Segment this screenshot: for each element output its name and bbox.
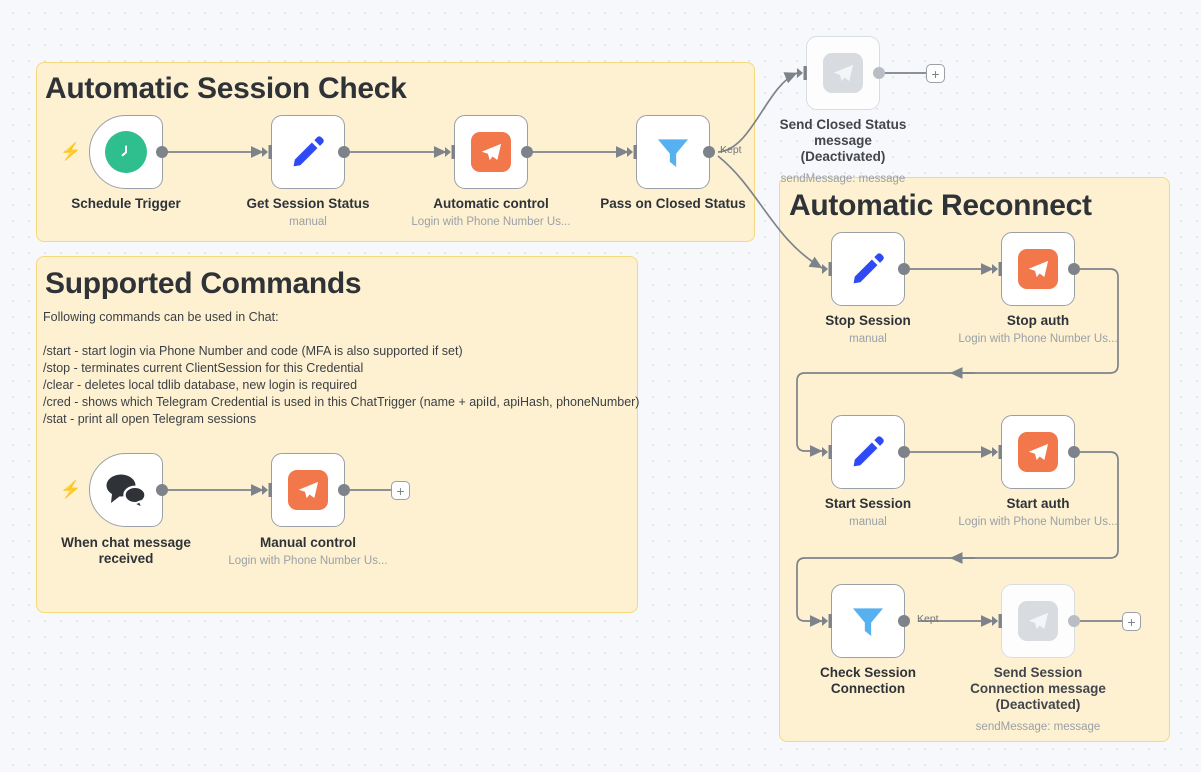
telegram-icon	[1018, 601, 1058, 641]
input-port[interactable]	[262, 483, 274, 497]
input-port[interactable]	[445, 145, 457, 159]
add-node-button-after-send-closed-status[interactable]: +	[926, 64, 945, 83]
sticky-title-automatic-reconnect: Automatic Reconnect	[789, 189, 1092, 222]
output-port[interactable]	[898, 263, 910, 275]
input-port[interactable]	[992, 614, 1004, 628]
node-label-send-closed-status-message: Send Closed Status message (Deactivated)	[779, 117, 907, 164]
output-port[interactable]	[873, 67, 885, 79]
node-subtitle-get-session-status: manual	[289, 216, 327, 228]
node-start-auth[interactable]	[992, 415, 1080, 489]
node-label-automatic-control: Automatic control	[433, 196, 549, 211]
input-port[interactable]	[992, 445, 1004, 459]
node-stop-auth[interactable]	[992, 232, 1080, 306]
telegram-icon	[1018, 432, 1058, 472]
node-automatic-control[interactable]	[445, 115, 533, 189]
node-subtitle-automatic-control: Login with Phone Number Us...	[411, 216, 571, 228]
edge-label-check-session-kept: Kept	[917, 613, 939, 625]
node-pass-on-closed-status[interactable]	[627, 115, 715, 189]
output-port[interactable]	[1068, 615, 1080, 627]
pencil-icon	[853, 253, 884, 284]
sticky-body-supported-commands: Following commands can be used in Chat: …	[43, 310, 640, 426]
node-schedule-trigger[interactable]	[89, 115, 168, 189]
node-label-manual-control: Manual control	[259, 535, 356, 550]
node-label-when-chat-message-received: When chat message received	[61, 535, 191, 566]
node-stop-session[interactable]	[822, 232, 910, 306]
clock-icon	[105, 131, 147, 173]
input-port[interactable]	[627, 145, 639, 159]
node-get-session-status[interactable]	[262, 115, 350, 189]
node-when-chat-message-received[interactable]	[89, 453, 168, 527]
add-node-button-after-send-session-connection[interactable]: +	[1122, 612, 1141, 631]
node-label-send-session-connection-message: Send Session Connection message (Deactiv…	[970, 665, 1106, 712]
node-label-stop-auth: Stop auth	[1006, 313, 1070, 328]
output-port[interactable]	[898, 446, 910, 458]
output-port[interactable]	[156, 484, 168, 496]
sticky-title-automatic-session-check: Automatic Session Check	[45, 72, 407, 105]
input-port[interactable]	[822, 262, 834, 276]
output-port[interactable]	[898, 615, 910, 627]
node-subtitle-stop-session: manual	[849, 333, 887, 345]
node-manual-control[interactable]	[262, 453, 350, 527]
input-port[interactable]	[797, 66, 809, 80]
node-subtitle-start-auth: Login with Phone Number Us...	[958, 516, 1118, 528]
filter-icon	[852, 608, 884, 637]
node-label-start-session: Start Session	[824, 496, 912, 511]
node-subtitle-send-session-connection-message: sendMessage: message	[975, 721, 1101, 733]
output-port[interactable]	[1068, 263, 1080, 275]
telegram-icon	[1018, 249, 1058, 289]
output-port[interactable]	[521, 146, 533, 158]
node-label-check-session-connection: Check Session Connection	[819, 665, 917, 696]
output-port[interactable]	[703, 146, 715, 158]
input-port[interactable]	[822, 614, 834, 628]
sticky-title-supported-commands: Supported Commands	[45, 267, 362, 300]
node-start-session[interactable]	[822, 415, 910, 489]
add-node-button-after-manual-control[interactable]: +	[391, 481, 410, 500]
node-label-get-session-status: Get Session Status	[246, 196, 370, 211]
telegram-icon	[823, 53, 863, 93]
pencil-icon	[293, 136, 324, 167]
output-port[interactable]	[338, 146, 350, 158]
node-subtitle-manual-control: Login with Phone Number Us...	[228, 555, 388, 567]
filter-icon	[657, 139, 689, 168]
output-port[interactable]	[156, 146, 168, 158]
node-label-stop-session: Stop Session	[825, 313, 911, 328]
input-port[interactable]	[822, 445, 834, 459]
node-subtitle-send-closed-status-message: sendMessage: message	[780, 173, 906, 185]
input-port[interactable]	[992, 262, 1004, 276]
trigger-bolt-icon-chat: ⚡	[60, 480, 82, 499]
sticky-note-supported-commands[interactable]	[36, 256, 638, 613]
node-label-schedule-trigger: Schedule Trigger	[71, 196, 181, 211]
output-port[interactable]	[1068, 446, 1080, 458]
input-port[interactable]	[262, 145, 274, 159]
output-port[interactable]	[338, 484, 350, 496]
node-check-session-connection[interactable]	[822, 584, 910, 658]
node-label-start-auth: Start auth	[1006, 496, 1070, 511]
chat-icon	[106, 474, 147, 510]
node-label-pass-on-closed-status: Pass on Closed Status	[600, 196, 746, 211]
node-subtitle-start-session: manual	[849, 516, 887, 528]
trigger-bolt-icon-schedule: ⚡	[60, 142, 82, 161]
node-subtitle-stop-auth: Login with Phone Number Us...	[958, 333, 1118, 345]
telegram-icon	[288, 470, 328, 510]
telegram-icon	[471, 132, 511, 172]
node-send-closed-status-message[interactable]	[797, 36, 885, 110]
node-send-session-connection-message[interactable]	[992, 584, 1080, 658]
pencil-icon	[853, 436, 884, 467]
edge-label-pass-on-closed-kept: Kept	[720, 144, 742, 156]
